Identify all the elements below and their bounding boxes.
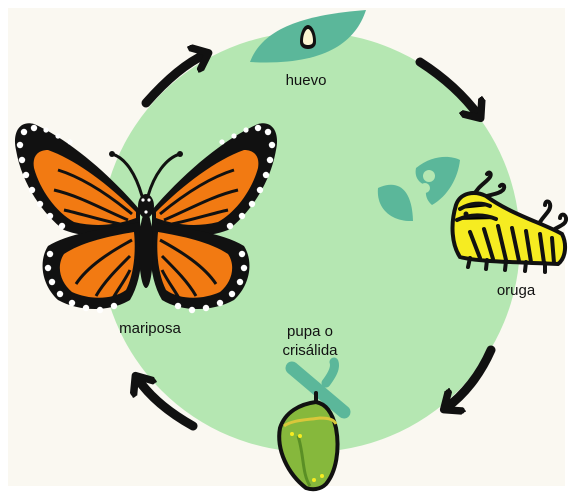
pupa-label-line-1: pupa o xyxy=(255,322,365,341)
pupa-stage-label: pupa o crisálida xyxy=(255,322,365,360)
caterpillar-stage-label: oruga xyxy=(482,281,550,300)
pupa-label-line-2: crisálida xyxy=(255,341,365,360)
butterfly-stage-label: mariposa xyxy=(100,319,200,338)
egg-stage-label: huevo xyxy=(270,71,342,90)
